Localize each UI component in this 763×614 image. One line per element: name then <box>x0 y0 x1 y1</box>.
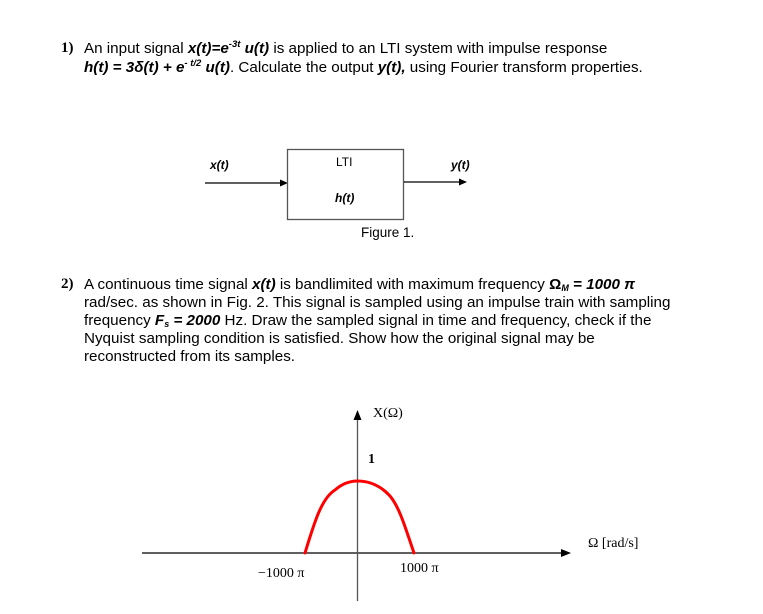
x-signal: x(t) <box>252 276 276 293</box>
question-1-number: 1) <box>61 40 74 56</box>
x-axis-arrow-icon <box>561 549 571 557</box>
q1-text: An input signal <box>84 40 188 57</box>
input-label: x(t) <box>210 158 229 172</box>
question-1-line-1: An input signal x(t)=e-3t u(t) is applie… <box>84 40 607 58</box>
q2-text: A continuous time signal <box>84 276 253 293</box>
x-step: u(t) <box>240 40 270 57</box>
q2-text: frequency <box>84 312 155 329</box>
question-2-line-4: Nyquist sampling condition is satisfied.… <box>84 330 595 347</box>
spectrum-curve <box>303 479 416 555</box>
h-definition: h(t) = 3δ(t) + e <box>84 59 185 76</box>
block-impulse-response: h(t) <box>335 191 355 205</box>
x-exponent: -3t <box>228 39 241 50</box>
x-definition: x(t)=e <box>187 40 229 57</box>
output-label: y(t) <box>451 158 470 172</box>
input-arrow-icon <box>280 179 288 187</box>
fs-symbol: F <box>154 312 165 329</box>
question-2-line-2: rad/sec. as shown in Fig. 2. This signal… <box>84 294 671 311</box>
lti-block <box>286 148 405 221</box>
positive-band-edge-label: 1000 π <box>400 561 439 576</box>
q1-text: is applied to an LTI system with impulse… <box>269 40 608 57</box>
block-title: LTI <box>336 155 353 169</box>
question-2-line-5: reconstructed from its samples. <box>84 348 296 365</box>
y-axis-label: X(Ω) <box>373 406 403 421</box>
h-exponent: - t/2 <box>184 58 202 69</box>
question-2-line-3: frequency Fs = 2000 Hz. Draw the sampled… <box>84 312 651 330</box>
question-1-line-2: h(t) = 3δ(t) + e- t/2 u(t). Calculate th… <box>84 59 643 77</box>
peak-value-label: 1 <box>368 452 375 467</box>
h-step: u(t) <box>201 59 230 76</box>
omega-value: = 1000 π <box>568 276 635 293</box>
q1-text: using Fourier transform properties. <box>405 59 643 76</box>
fs-subscript: s <box>164 319 170 329</box>
figure-1-caption: Figure 1. <box>361 225 415 240</box>
x-axis-label: Ω [rad/s] <box>588 536 639 551</box>
q2-text: Hz. Draw the sampled signal in time and … <box>220 312 652 329</box>
y-axis-arrow-icon <box>353 410 362 420</box>
omega-subscript: M <box>561 283 569 293</box>
output-arrow-icon <box>459 178 467 186</box>
q2-text: is bandlimited with maximum frequency <box>275 276 550 293</box>
y-output: y(t), <box>377 59 406 76</box>
question-2-line-1: A continuous time signal x(t) is bandlim… <box>84 276 635 294</box>
q1-text: . Calculate the output <box>229 59 378 76</box>
question-2-number: 2) <box>61 276 74 292</box>
fs-value: = 2000 <box>169 312 221 329</box>
negative-band-edge-label: −1000 π <box>258 566 305 581</box>
omega-symbol: Ω <box>549 276 562 293</box>
